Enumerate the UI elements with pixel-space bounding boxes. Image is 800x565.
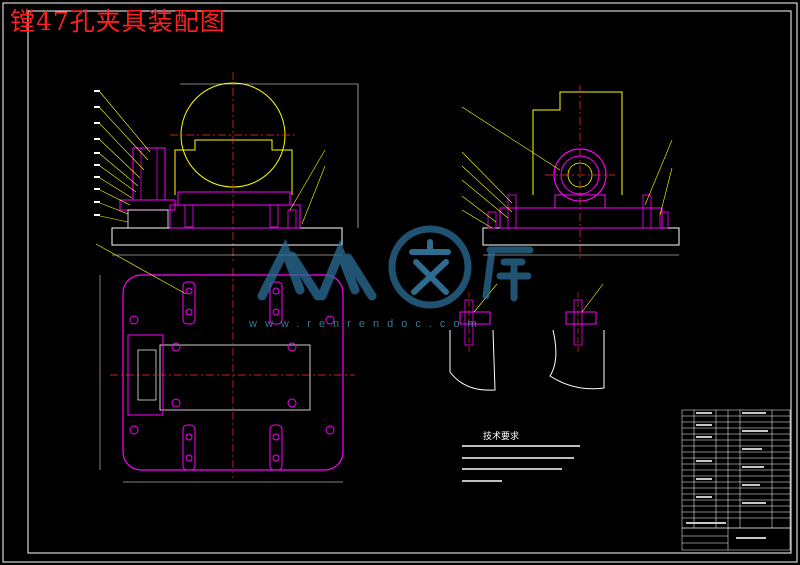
top-slot-clamps <box>182 281 283 471</box>
front-support-block <box>177 191 291 206</box>
watermark-domain: www.renrendoc.com <box>249 318 485 330</box>
technical-requirement-lines <box>462 445 580 482</box>
side-body <box>499 207 663 229</box>
title-block <box>681 527 791 551</box>
bom-cell-marks <box>686 412 768 524</box>
side-bolts <box>487 194 669 229</box>
top-locating-inner <box>137 349 157 401</box>
front-base-plate <box>111 227 343 246</box>
front-left-leader-tags <box>94 90 100 216</box>
top-workpiece-outline <box>159 344 311 411</box>
clamp-base <box>127 209 169 229</box>
clamp-plate <box>119 199 176 211</box>
front-right-leaders <box>289 149 326 225</box>
workpiece-outline <box>174 139 293 195</box>
front-body <box>169 204 301 229</box>
top-bolt-holes <box>129 287 335 462</box>
top-view <box>95 243 355 483</box>
front-view <box>94 72 359 262</box>
side-view <box>461 85 680 258</box>
side-leaders <box>461 106 673 229</box>
side-workpiece-outline <box>532 91 623 195</box>
top-locating-block <box>127 334 164 416</box>
inner-frame <box>27 10 792 554</box>
side-base-plate <box>482 227 680 246</box>
drawing-title: 镗47孔夹具装配图 <box>10 7 226 36</box>
watermark-logo-icon <box>257 225 534 309</box>
top-leader <box>95 243 187 295</box>
detail-view-right <box>549 283 605 390</box>
workpiece-envelope <box>180 83 359 228</box>
title-block-text-mark <box>736 537 766 539</box>
technical-requirements-title: 技术要求 <box>483 432 520 442</box>
front-left-leaders <box>99 91 151 223</box>
side-support <box>554 194 606 209</box>
front-bolt <box>184 204 194 228</box>
bill-of-materials <box>681 409 791 529</box>
front-bolt <box>287 209 297 229</box>
detail-view-left <box>449 283 498 391</box>
clamp-column <box>132 147 166 201</box>
front-bolt <box>269 204 279 228</box>
